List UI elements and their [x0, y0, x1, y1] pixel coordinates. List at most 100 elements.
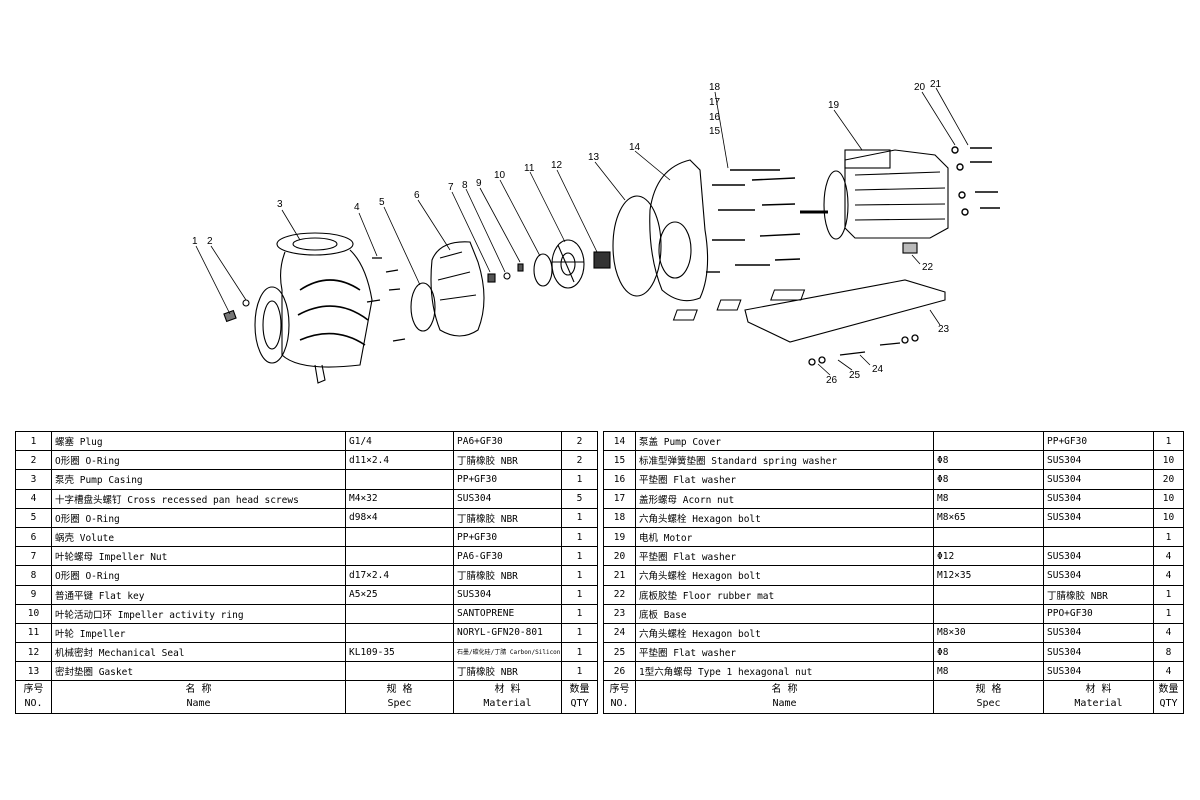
cell-qty: 1	[1153, 584, 1184, 605]
cell-material: SUS304	[1043, 546, 1154, 567]
cell-no: 3	[15, 469, 52, 490]
callout-25: 25	[849, 370, 861, 381]
callout-17: 17	[709, 97, 721, 108]
callout-8: 8	[462, 180, 468, 191]
cell-spec: M8×65	[933, 507, 1044, 528]
cell-qty: 1	[561, 565, 598, 586]
cell-qty: 2	[561, 450, 598, 471]
cell-name: O形圈 O-Ring	[51, 565, 346, 586]
cell-material: SUS304	[453, 488, 562, 509]
cell-material: SUS304	[1043, 507, 1154, 528]
cell-name: 叶轮活动口环 Impeller activity ring	[51, 603, 346, 624]
cell-no: 5	[15, 507, 52, 528]
callout-13: 13	[588, 152, 600, 163]
cell-spec: A5×25	[345, 584, 454, 605]
cell-no: 24	[603, 622, 636, 644]
cell-name: 蜗壳 Volute	[51, 526, 346, 548]
cell-qty: 10	[1153, 488, 1184, 509]
cell-qty: 20	[1153, 469, 1184, 490]
cell-material: PP+GF30	[1043, 430, 1154, 452]
cell-spec	[933, 603, 1044, 624]
cell-spec	[933, 584, 1044, 605]
cell-no: 2	[15, 450, 52, 471]
cell-name: O形圈 O-Ring	[51, 450, 346, 471]
callout-21: 21	[930, 79, 942, 90]
pump-casing-part	[254, 232, 373, 384]
cell-no: 6	[15, 526, 52, 548]
cell-spec: M8	[933, 488, 1044, 509]
cell-spec	[345, 546, 454, 567]
cell-no: 25	[603, 642, 636, 663]
cell-name: 底板 Base	[635, 603, 934, 624]
cell-material: PA6+GF30	[453, 430, 562, 452]
cell-name: 盖形螺母 Acorn nut	[635, 488, 934, 509]
cell-material: SUS304	[453, 584, 562, 605]
cell-no: 13	[15, 661, 52, 682]
cell-name: 螺塞 Plug	[51, 430, 346, 452]
cell-name: 十字槽盘头螺钉 Cross recessed pan head screws	[51, 488, 346, 509]
cell-material: SUS304	[1043, 642, 1154, 663]
plug-part	[223, 299, 250, 323]
motor-part	[800, 149, 949, 240]
cell-no: 14	[603, 430, 636, 452]
cell-qty: 2	[561, 430, 598, 452]
cell-name: 叶轮 Impeller	[51, 622, 346, 644]
cell-qty: 1	[561, 507, 598, 528]
cell-material: SUS304	[1043, 488, 1154, 509]
cell-spec: Φ8	[933, 450, 1044, 471]
cell-material: 丁腈橡胶 NBR	[453, 450, 562, 471]
cell-material	[1043, 526, 1154, 548]
cell-name: 六角头螺栓 Hexagon bolt	[635, 565, 934, 586]
screws-part	[366, 257, 406, 342]
cell-spec: d98×4	[345, 507, 454, 528]
cell-qty: 4	[1153, 565, 1184, 586]
cell-qty: 5	[561, 488, 598, 509]
cell-material: 丁腈橡胶 NBR	[453, 661, 562, 682]
cell-material: PP+GF30	[453, 469, 562, 490]
cell-qty: 4	[1153, 622, 1184, 644]
cell-name: 六角头螺栓 Hexagon bolt	[635, 622, 934, 644]
callout-10: 10	[494, 170, 506, 181]
callout-12: 12	[551, 160, 563, 171]
cell-qty: 1	[561, 526, 598, 548]
callout-6: 6	[414, 190, 420, 201]
cell-name: 平垫圈 Flat washer	[635, 642, 934, 663]
cell-material: PA6-GF30	[453, 546, 562, 567]
cell-no: 17	[603, 488, 636, 509]
cell-spec: M8×30	[933, 622, 1044, 644]
cell-spec	[933, 526, 1044, 548]
cell-qty: 1	[1153, 603, 1184, 624]
cell-qty: 1	[1153, 430, 1184, 452]
cell-qty: 1	[561, 603, 598, 624]
cell-spec: Φ8	[933, 469, 1044, 490]
callout-23: 23	[938, 324, 950, 335]
cell-no: 15	[603, 450, 636, 471]
hexagon-bolts-part	[706, 169, 801, 273]
cell-spec: d17×2.4	[345, 565, 454, 586]
impeller-part	[551, 239, 585, 289]
cell-qty: 1	[561, 546, 598, 567]
callout-5: 5	[379, 197, 385, 208]
cell-spec: d11×2.4	[345, 450, 454, 471]
cell-no: 9	[15, 584, 52, 605]
cell-no: 19	[603, 526, 636, 548]
cell-no: 23	[603, 603, 636, 624]
floor-rubber-mat-part	[902, 242, 918, 254]
callout-20: 20	[914, 82, 926, 93]
